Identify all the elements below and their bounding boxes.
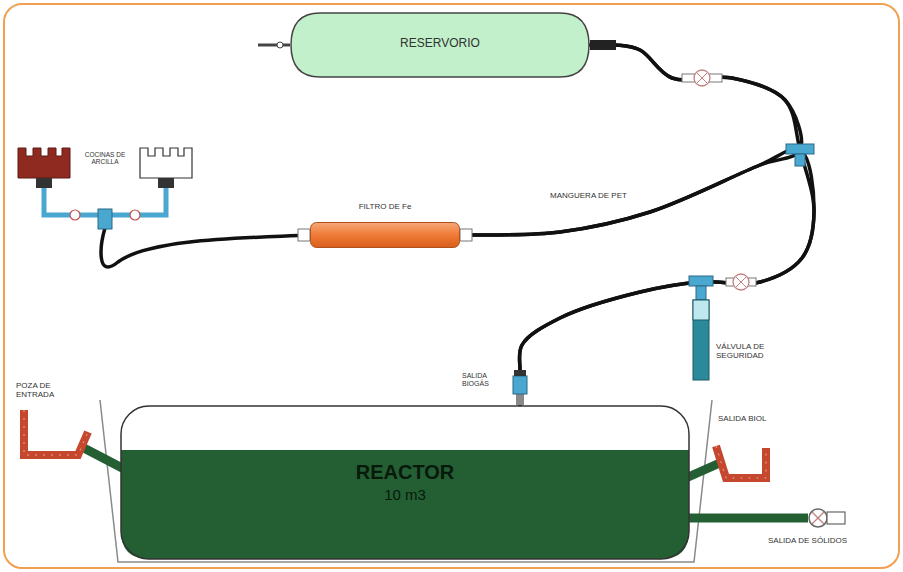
filter-label: FILTRO DE Fe [310,203,460,212]
lower-valve [736,277,746,287]
clay-stove-right [158,178,174,188]
reservoir-inlet-pipe [277,42,283,48]
gas-hose [460,149,814,405]
stove-label: COCINAS DE ARCILLA [72,151,138,166]
inlet-pipe [80,446,126,470]
tank-label: RESERVORIO [290,37,590,50]
lower-valve [736,277,746,287]
top-tee [795,154,805,166]
tank-outline [291,13,589,77]
reactor-gas-space [121,406,689,559]
clay-stove-left [36,178,52,188]
reservoir-inlet-pipe [258,44,290,47]
reservoir-outlet-fitting [590,40,616,50]
gas-hose [519,45,814,405]
lower-valve [733,274,749,290]
outlet-label: SALIDA DE SÓLIDOS [768,536,847,545]
biol-outlet [716,446,766,478]
hose-label: MANGUERA DE PET [548,190,629,201]
reactor-slurry [121,450,689,559]
lower-valve [726,274,756,290]
reservoir-inlet-pipe [258,42,290,48]
top-valve [697,73,707,83]
top-tee [786,144,814,154]
stove-hose [101,228,310,267]
valve-label: VÁLVULA DE SEGURIDAD [716,342,796,360]
safety-valve [689,276,713,286]
filter-end-caps [298,229,310,241]
stove-pipes [98,209,112,229]
inlet-pool [24,410,88,455]
top-tee [786,144,814,166]
filter-end-caps [460,229,472,241]
solids-valve [809,509,827,527]
reservoir-outlet-fitting [590,40,616,50]
safety-valve [689,276,713,380]
frame-border [4,4,899,568]
top-valve [697,73,707,83]
pool-label: POZA DE ENTRADA [16,381,82,399]
biogas-outlet-fitting [513,370,527,405]
reactor-volume: 10 m3 [120,487,690,504]
reactor-tank: REACTOR 10 m3 [120,405,690,560]
top-valve [694,70,710,86]
reactor-title: REACTOR [120,461,690,483]
stove-pipes [44,188,166,229]
outlet-label: SALIDA BIOL [718,414,768,423]
reactor-pit [100,400,712,562]
solids-valve [827,512,845,524]
inlet-pool [24,410,88,455]
stove-hose [101,228,310,267]
biogas-outlet-fitting [513,376,527,394]
iron-filter: FILTRO DE Fe [310,222,460,248]
top-valve [682,70,722,86]
biol-outlet [716,446,766,478]
stove-pipes [130,210,140,220]
safety-valve [693,300,709,320]
solids-pipe [688,518,808,519]
biol-pipe [686,462,722,478]
filter-body [311,223,460,248]
clay-stove-right [140,148,192,178]
clay-stove-left [18,148,70,178]
biol-outlet [716,446,766,478]
inlet-pool [24,410,88,455]
clay-stove-left [18,148,70,188]
safety-valve [693,300,709,380]
solids-valve [812,512,824,524]
reactor-outline [121,406,689,559]
reservoir-tank: RESERVORIO [290,12,590,78]
reactor-pit [100,400,712,562]
biol-pipe [686,462,722,478]
solids-valve [809,509,845,527]
solids-valve [812,512,824,524]
outlet-label: SALIDA BIOGÁS [462,372,510,388]
biogas-outlet-fitting [514,370,526,376]
inlet-pipe [80,446,126,470]
stove-pipes [70,210,80,220]
safety-valve [696,286,706,300]
frame-border [4,4,899,568]
clay-stove-right [140,148,192,188]
iron-filter-shape [310,222,460,248]
solids-pipe [688,514,808,523]
